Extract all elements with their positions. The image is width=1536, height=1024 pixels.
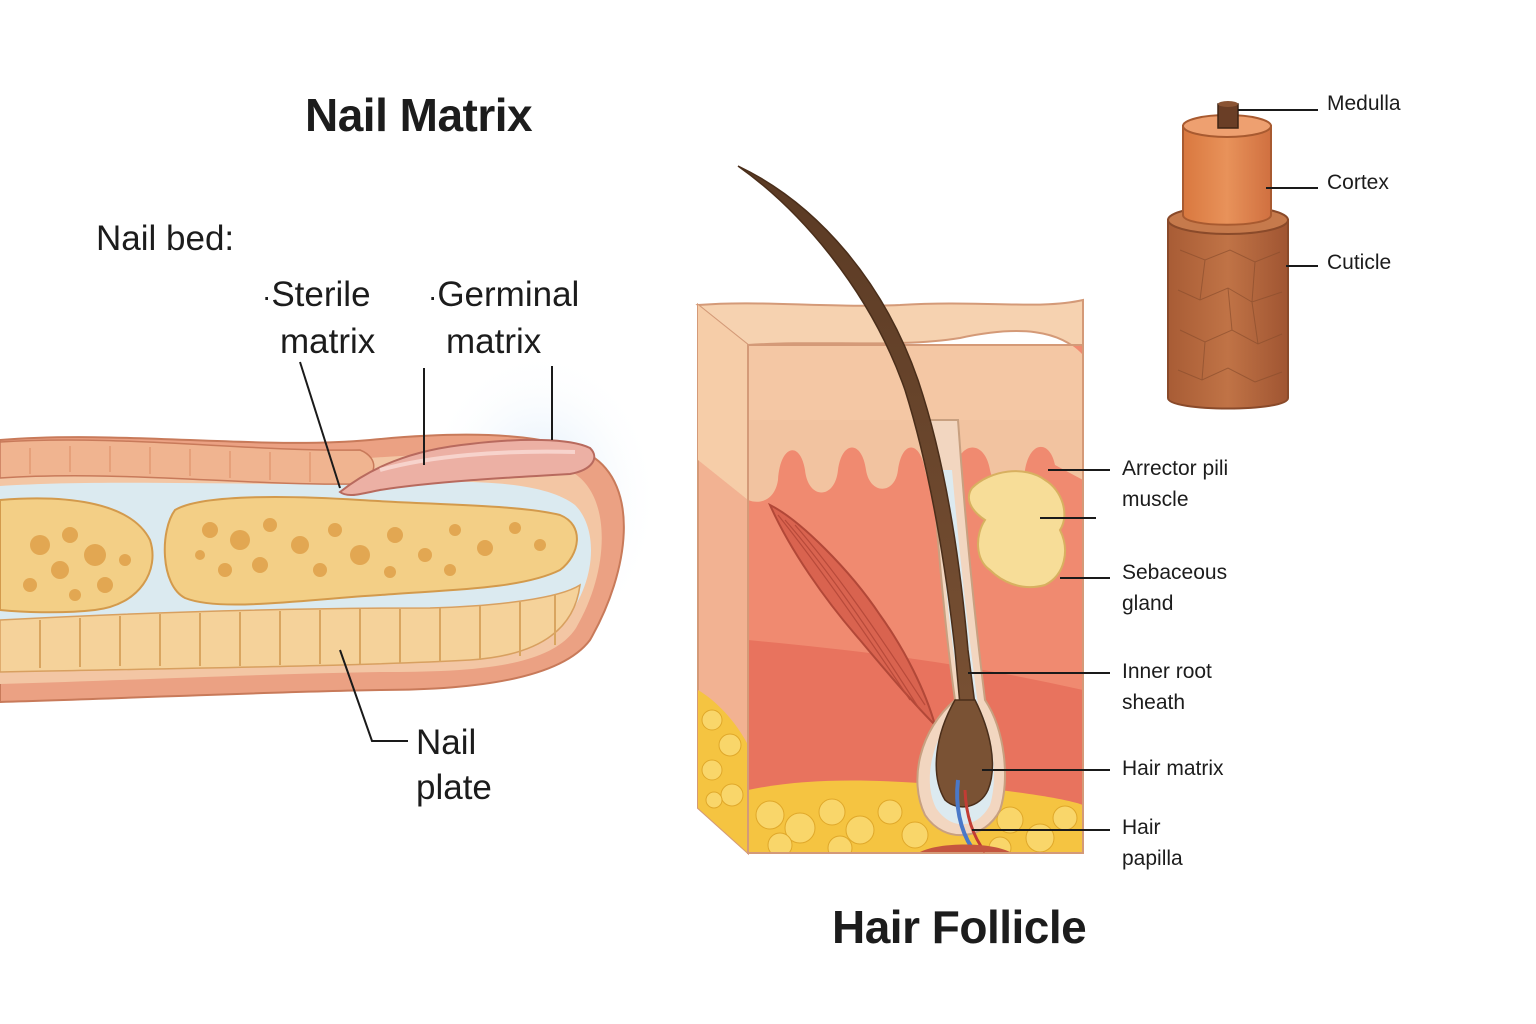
- nail-plate-highlight: [379, 449, 576, 472]
- hair-follicle-title: Hair Follicle: [832, 901, 1087, 953]
- arrector-line1: Arrector pili: [1122, 457, 1229, 480]
- germinal-line1: Germinal: [437, 275, 580, 314]
- germinal-bullet: ·: [428, 281, 438, 312]
- cortex-label: Cortex: [1327, 171, 1389, 194]
- arrector-pili-label: Arrector pili muscle: [1122, 453, 1228, 515]
- hair-papilla-vessel-blue: [955, 779, 974, 850]
- nail-matrix-title: Nail Matrix: [305, 89, 533, 141]
- hair-leader-lines: [968, 109, 1318, 831]
- germinal-line2: matrix: [446, 322, 542, 361]
- side-epidermis: [698, 305, 748, 500]
- papilla-base: [920, 844, 1010, 852]
- pad-striations: [39, 594, 556, 668]
- sebaceous-gland-label: Sebaceous gland: [1122, 557, 1227, 619]
- inner-root-sheath-label: Inner root sheath: [1122, 656, 1212, 718]
- nail-plate-line2: plate: [416, 768, 492, 807]
- hair-bulb: [935, 699, 994, 808]
- sebaceous-line2: gland: [1122, 592, 1174, 615]
- nail-bed-label: Nail bed:: [96, 219, 235, 258]
- papilla-line1: Hair: [1122, 816, 1161, 839]
- distal-trabeculae: [195, 518, 546, 578]
- leader-nail-plate: [339, 649, 408, 742]
- muscle-fibers: [777, 514, 926, 711]
- inner-root-line1: Inner root: [1122, 660, 1212, 683]
- sterile-bullet: ·: [262, 281, 272, 312]
- arrector-line2: muscle: [1122, 488, 1189, 511]
- medulla-core: [1217, 103, 1239, 129]
- sebaceous-gland-shape: [967, 470, 1066, 589]
- germinal-matrix-label: ·Germinal matrix: [428, 272, 579, 364]
- sterile-line2: matrix: [280, 322, 376, 361]
- hair-papilla-label: Hair papilla: [1122, 812, 1183, 874]
- nail-leader-lines: [299, 361, 553, 742]
- finger-pad: [0, 583, 581, 673]
- papilla-line2: papilla: [1122, 847, 1183, 870]
- cuticle-cylinder: [1167, 219, 1289, 410]
- cortex-cylinder: [1182, 125, 1272, 226]
- hair-shaft-cross-section: [1167, 101, 1289, 410]
- side-fat-lobules: [701, 709, 744, 809]
- fold-striations: [29, 446, 311, 482]
- proximal-nail-fold: [0, 439, 375, 485]
- proximal-trabeculae: [23, 527, 131, 601]
- nail-plate-line1: Nail: [416, 723, 477, 762]
- skin-block: [695, 165, 1084, 856]
- sterile-matrix-label: ·Sterile matrix: [262, 272, 375, 364]
- sterile-line1: Sterile: [271, 275, 371, 314]
- leader-sterile-matrix: [299, 361, 341, 489]
- side-fat: [698, 690, 748, 853]
- medulla-top: [1218, 101, 1238, 107]
- proximal-phalanx: [0, 497, 154, 614]
- finger-cross-section: [0, 350, 660, 704]
- nail-plate-label: Nail plate: [416, 720, 492, 810]
- cuticle-cells: [1177, 249, 1283, 383]
- nail-plate-shape: [338, 438, 596, 497]
- sebaceous-line1: Sebaceous: [1122, 561, 1228, 584]
- hair-matrix-label: Hair matrix: [1122, 757, 1224, 780]
- cuticle-label: Cuticle: [1327, 251, 1392, 274]
- inner-root-line2: sheath: [1122, 691, 1186, 714]
- medulla-label: Medulla: [1327, 92, 1401, 115]
